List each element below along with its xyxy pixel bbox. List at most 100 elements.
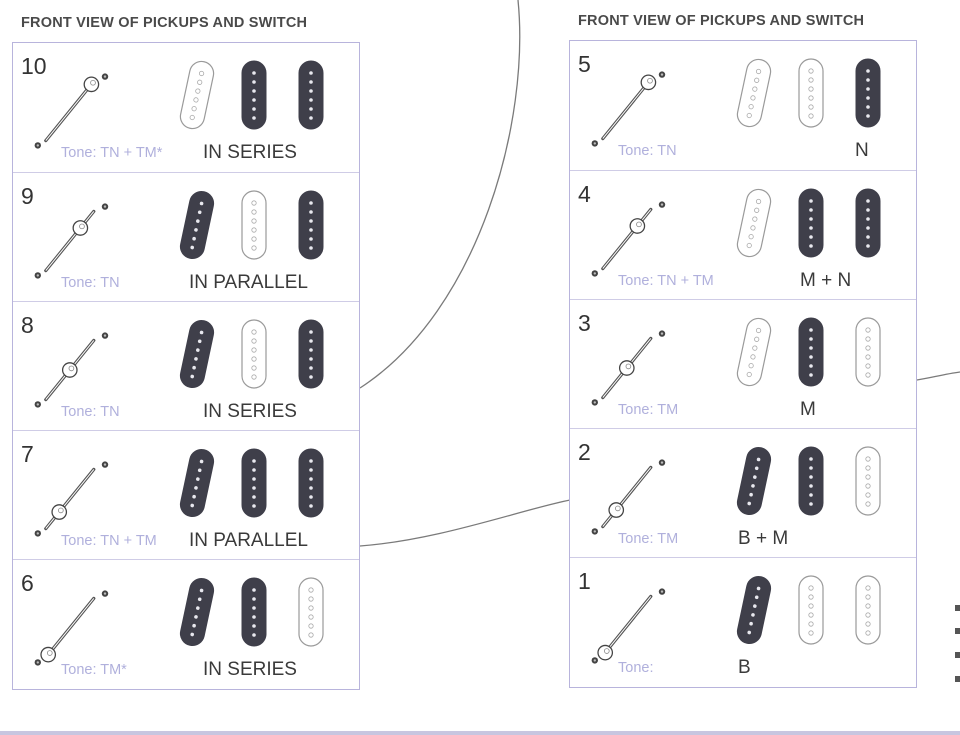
wiring-mode-label: IN SERIES xyxy=(203,401,297,422)
pickup-inactive-icon xyxy=(241,190,267,260)
pickup-active-icon xyxy=(241,60,267,130)
wiring-mode-label: B xyxy=(738,657,751,678)
tone-label: Tone: TM xyxy=(618,531,679,547)
switch-diagram xyxy=(591,330,666,406)
wiring-mode-label: N xyxy=(855,140,869,161)
pickup-active-icon xyxy=(798,317,824,387)
pickup-active-icon xyxy=(298,319,324,389)
wiring-mode-label: M + N xyxy=(800,270,852,291)
pickup-active-icon xyxy=(179,190,215,260)
pickup-inactive-icon xyxy=(298,577,324,647)
bottom-rule xyxy=(0,731,960,735)
pickup-inactive-icon xyxy=(855,446,881,516)
position-number: 6 xyxy=(21,570,34,596)
pickup-active-icon xyxy=(736,446,772,516)
edge-mark xyxy=(955,652,960,658)
big-arc-connector xyxy=(359,0,521,389)
left-section-title: FRONT VIEW OF PICKUPS AND SWITCH xyxy=(21,15,308,31)
pickup-active-icon xyxy=(798,188,824,258)
tone-label: Tone: TN + TM xyxy=(618,273,714,289)
pickups-diagram xyxy=(179,190,324,260)
pickups-diagram xyxy=(179,448,324,518)
pickup-active-icon xyxy=(179,577,215,647)
switch-diagram xyxy=(34,332,109,408)
pickups-diagram xyxy=(736,58,881,128)
pickup-active-icon xyxy=(736,575,772,645)
pickups-diagram xyxy=(179,577,324,647)
tone-label: Tone: TN xyxy=(61,404,120,420)
pickup-inactive-icon xyxy=(179,60,215,130)
pickup-inactive-icon xyxy=(855,317,881,387)
tone-label: Tone: TM* xyxy=(61,662,127,678)
right-edge-connector xyxy=(916,371,960,381)
pickup-active-icon xyxy=(179,319,215,389)
pickup-inactive-icon xyxy=(798,575,824,645)
position-number: 5 xyxy=(578,51,591,77)
pickup-inactive-icon xyxy=(855,575,881,645)
pickup-active-icon xyxy=(241,448,267,518)
position-number: 10 xyxy=(21,53,47,79)
pickups-diagram xyxy=(179,319,324,389)
wiring-mode-label: B + M xyxy=(738,528,789,549)
wiring-mode-label: IN PARALLEL xyxy=(189,272,308,293)
switch-diagram xyxy=(591,588,666,664)
wiring-mode-label: IN SERIES xyxy=(203,142,297,163)
pickup-active-icon xyxy=(855,188,881,258)
position-number: 3 xyxy=(578,310,591,336)
tone-label: Tone: TM xyxy=(618,402,679,418)
position-number: 7 xyxy=(21,441,34,467)
pickup-active-icon xyxy=(298,60,324,130)
edge-mark xyxy=(955,628,960,634)
pickup-active-icon xyxy=(298,448,324,518)
tone-label: Tone: TN + TM xyxy=(61,533,157,549)
pickup-inactive-icon xyxy=(736,58,772,128)
pickup-active-icon xyxy=(179,448,215,518)
pickup-active-icon xyxy=(298,190,324,260)
lower-connector xyxy=(359,499,571,547)
pickup-inactive-icon xyxy=(736,188,772,258)
switch-diagram xyxy=(34,73,109,149)
pickups-diagram xyxy=(736,446,881,516)
position-number: 1 xyxy=(578,568,591,594)
pickup-active-icon xyxy=(241,577,267,647)
pickup-inactive-icon xyxy=(798,58,824,128)
switch-diagram xyxy=(34,203,109,279)
pickup-inactive-icon xyxy=(241,319,267,389)
pickup-active-icon xyxy=(798,446,824,516)
right-section-title: FRONT VIEW OF PICKUPS AND SWITCH xyxy=(578,13,865,29)
pickup-active-icon xyxy=(855,58,881,128)
wiring-mode-label: IN SERIES xyxy=(203,659,297,680)
switch-diagram xyxy=(34,590,109,666)
pickups-diagram xyxy=(179,60,324,130)
position-number: 4 xyxy=(578,181,591,207)
wiring-mode-label: IN PARALLEL xyxy=(189,530,308,551)
edge-mark xyxy=(955,676,960,682)
switch-diagram xyxy=(591,201,666,277)
wiring-mode-label: M xyxy=(800,399,816,420)
tone-label: Tone: TN xyxy=(618,143,677,159)
switch-diagram xyxy=(591,459,666,535)
position-number: 2 xyxy=(578,439,591,465)
position-number: 9 xyxy=(21,183,34,209)
position-number: 8 xyxy=(21,312,34,338)
tone-label: Tone: xyxy=(618,660,654,676)
edge-mark xyxy=(955,605,960,611)
switch-diagram xyxy=(591,71,666,147)
pickups-diagram xyxy=(736,317,881,387)
pickup-inactive-icon xyxy=(736,317,772,387)
switch-diagram xyxy=(34,461,109,537)
tone-label: Tone: TN xyxy=(61,275,120,291)
pickups-diagram xyxy=(736,188,881,258)
